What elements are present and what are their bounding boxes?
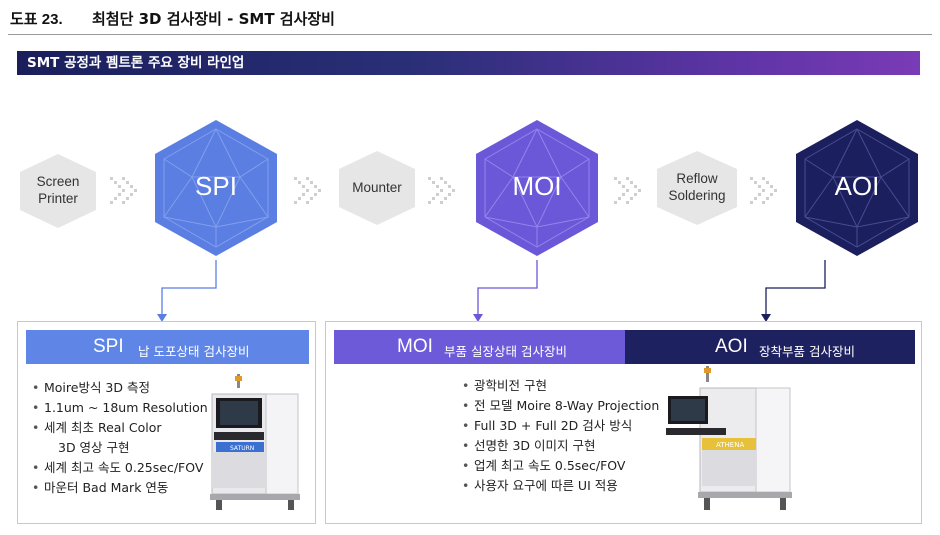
figure-title: 최첨단 3D 검사장비 - SMT 검사장비 [92,10,335,28]
hex-moi-label: MOI [512,171,562,201]
list-item: Moire방식 3D 측정 [32,378,235,398]
moi-panel-name: MOI [397,336,433,357]
hex-mounter-label: Mounter [352,180,402,195]
hex-spi [155,120,277,256]
header-divider [8,34,932,35]
spi-panel-name: SPI [93,336,124,357]
moi-panel-header: MOI 부품 실장상태 검사장비 [334,330,625,364]
hex-mounter [339,151,415,225]
list-item: 세계 최고 속도 0.25sec/FOV [32,458,235,478]
list-item: 업계 최고 속도 0.5sec/FOV [462,456,659,476]
hex-reflow-soldering [657,151,737,225]
moi-aoi-panel: MOI 부품 실장상태 검사장비 AOI 장착부품 검사장비 광학비전 구현 전… [325,321,922,524]
connector-moi [473,260,538,322]
figure-header: 도표 23. 최첨단 3D 검사장비 - SMT 검사장비 [0,0,940,34]
chevron-arrow-icon [428,177,455,204]
list-item: 마운터 Bad Mark 연동 [32,478,235,498]
step-label-line1: Reflow [676,171,718,186]
chevron-arrow-icon [294,177,321,204]
list-item: 사용자 요구에 따른 UI 적용 [462,476,659,496]
hex-moi [476,120,598,256]
step-label-line2: Printer [38,191,78,206]
hex-screen-printer-label: Screen Printer [17,173,99,207]
machine-brand-label: SATURN [230,445,254,452]
spi-feature-list: Moire방식 3D 측정 1.1um ~ 18um Resolution 대응… [32,378,235,498]
spi-machine-image: SATURN [210,374,300,510]
list-item: 세계 최초 Real Color [32,418,235,438]
hex-screen-printer [20,154,96,228]
figure-number: 도표 23. [10,11,63,28]
hex-aoi [796,120,918,256]
aoi-feature-list: 광학비전 구현 전 모델 Moire 8-Way Projection Full… [462,376,659,496]
aoi-machine-image: ATHENA [666,366,792,510]
hex-aoi-label: AOI [834,171,880,201]
connector-aoi [761,260,826,322]
hex-spi-label: SPI [195,171,237,201]
moi-panel-desc: 부품 실장상태 검사장비 [444,344,567,359]
spi-panel-header: SPI 납 도포상태 검사장비 [26,330,309,364]
list-item: 3D 영상 구현 [58,440,130,455]
chevron-arrow-icon [110,177,137,204]
list-item: 전 모델 Moire 8-Way Projection [462,396,659,416]
aoi-panel-name: AOI [715,336,748,357]
step-label-line1: Screen [36,174,80,189]
aoi-panel-desc: 장착부품 검사장비 [759,344,855,359]
aoi-panel-header: AOI 장착부품 검사장비 [625,330,915,364]
section-banner: SMT 공정과 펨트론 주요 장비 라인업 [17,51,920,75]
chevron-arrow-icon [750,177,777,204]
connector-spi [157,260,217,322]
machine-brand-label: ATHENA [716,441,744,449]
list-item: 광학비전 구현 [462,376,659,396]
step-label-line2: Soldering [668,188,726,203]
list-item: 선명한 3D 이미지 구현 [462,436,659,456]
list-item: 1.1um ~ 18um Resolution 대응 [32,398,235,418]
list-item: Full 3D + Full 2D 검사 방식 [462,416,659,436]
process-flow: Screen Printer SPI Mounter [17,120,918,256]
spi-panel-desc: 납 도포상태 검사장비 [138,344,250,359]
hex-reflow-soldering-label: Reflow Soldering [655,170,739,204]
spi-panel: SPI 납 도포상태 검사장비 Moire방식 3D 측정 1.1um ~ 18… [17,321,316,524]
chevron-arrow-icon [614,177,641,204]
